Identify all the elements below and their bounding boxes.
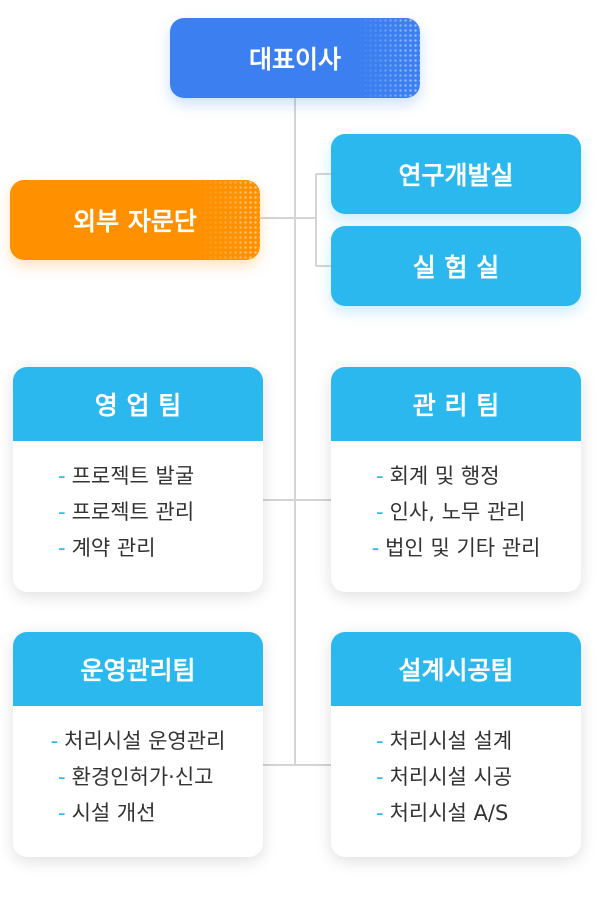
team-item: -시설 개선 bbox=[13, 794, 263, 830]
team-item: -처리시설 A/S bbox=[331, 794, 581, 830]
test-lab-box: 실 험 실 bbox=[331, 226, 581, 306]
bullet: - bbox=[50, 729, 59, 753]
rnd-lab-box: 연구개발실 bbox=[331, 134, 581, 214]
team-item-text: 처리시설 시공 bbox=[389, 765, 513, 789]
team-item-text: 처리시설 운영관리 bbox=[64, 729, 226, 753]
team-item-text: 처리시설 A/S bbox=[389, 801, 509, 825]
advisory-box: 외부 자문단 bbox=[10, 180, 260, 260]
team-item: -처리시설 시공 bbox=[331, 758, 581, 794]
bullet: - bbox=[58, 536, 66, 560]
ceo-box: 대표이사 bbox=[170, 18, 420, 98]
team-item-text: 프로젝트 관리 bbox=[71, 500, 195, 524]
advisory-label: 외부 자문단 bbox=[73, 207, 197, 236]
design-construction-team-card: 설계시공팀 -처리시설 설계 -처리시설 시공 -처리시설 A/S bbox=[331, 632, 581, 857]
operations-team-card: 운영관리팀 -처리시설 운영관리 -환경인허가·신고 -시설 개선 bbox=[13, 632, 263, 857]
bullet: - bbox=[376, 464, 384, 488]
bullet: - bbox=[376, 500, 384, 524]
bullet: - bbox=[58, 464, 66, 488]
team-item: -인사, 노무 관리 bbox=[331, 493, 581, 529]
bullet: - bbox=[376, 801, 384, 825]
bullet: - bbox=[58, 765, 66, 789]
bullet: - bbox=[371, 536, 380, 560]
team-item: -처리시설 운영관리 bbox=[13, 722, 263, 758]
bullet: - bbox=[376, 765, 384, 789]
team-item: -프로젝트 발굴 bbox=[13, 457, 263, 493]
team-item-text: 계약 관리 bbox=[71, 536, 156, 560]
rnd-lab-label: 연구개발실 bbox=[398, 161, 514, 190]
team-item-text: 회계 및 행정 bbox=[389, 464, 500, 488]
team-item: -처리시설 설계 bbox=[331, 722, 581, 758]
team-title: 관 리 팀 bbox=[331, 367, 581, 441]
team-item: -계약 관리 bbox=[13, 529, 263, 565]
team-item-text: 프로젝트 발굴 bbox=[71, 464, 195, 488]
team-item: -법인 및 기타 관리 bbox=[331, 529, 581, 565]
team-title: 설계시공팀 bbox=[331, 632, 581, 706]
team-item: -환경인허가·신고 bbox=[13, 758, 263, 794]
team-item-text: 법인 및 기타 관리 bbox=[385, 536, 541, 560]
team-item-text: 환경인허가·신고 bbox=[71, 765, 214, 789]
team-item-text: 시설 개선 bbox=[71, 801, 156, 825]
team-item: -프로젝트 관리 bbox=[13, 493, 263, 529]
team-item-text: 처리시설 설계 bbox=[389, 729, 513, 753]
admin-team-card: 관 리 팀 -회계 및 행정 -인사, 노무 관리 -법인 및 기타 관리 bbox=[331, 367, 581, 592]
team-item-text: 인사, 노무 관리 bbox=[389, 500, 526, 524]
team-title: 영 업 팀 bbox=[13, 367, 263, 441]
bullet: - bbox=[58, 801, 66, 825]
team-item: -회계 및 행정 bbox=[331, 457, 581, 493]
test-lab-label: 실 험 실 bbox=[412, 253, 500, 282]
bullet: - bbox=[376, 729, 384, 753]
team-title: 운영관리팀 bbox=[13, 632, 263, 706]
ceo-label: 대표이사 bbox=[248, 45, 341, 74]
bullet: - bbox=[58, 500, 66, 524]
sales-team-card: 영 업 팀 -프로젝트 발굴 -프로젝트 관리 -계약 관리 bbox=[13, 367, 263, 592]
